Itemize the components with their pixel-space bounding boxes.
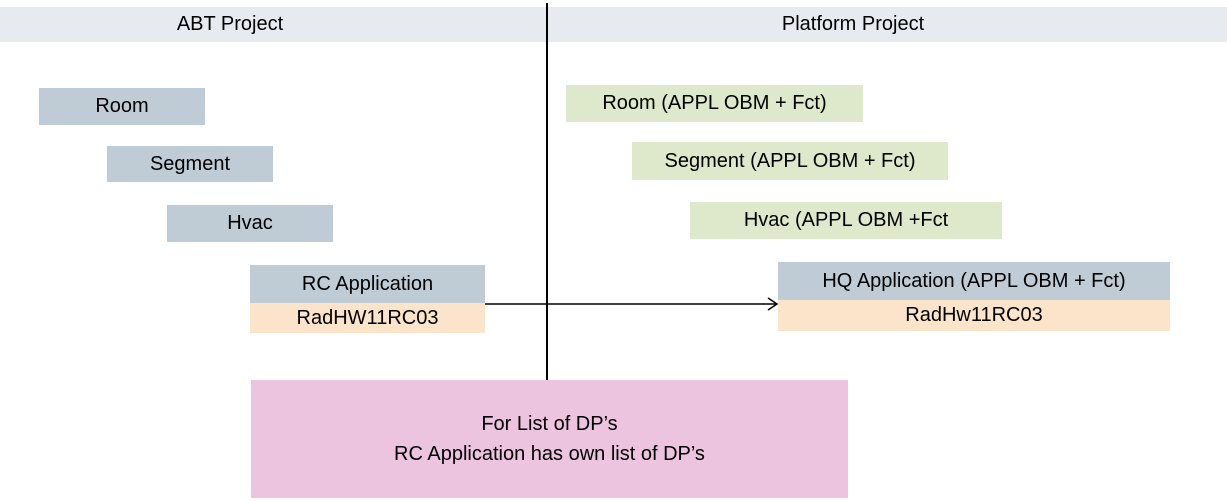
box-abt-rc-application: RC Application [250,265,485,303]
box-platform-hvac: Hvac (APPL OBM +Fct [690,202,1002,239]
header-platform-project: Platform Project [781,13,925,35]
box-platform-hq-application: HQ Application (APPL OBM + Fct) [778,262,1170,300]
arrow-rc-to-hq [485,297,779,311]
note-box: For List of DP’s RC Application has own … [251,380,848,498]
box-abt-segment: Segment [107,146,273,182]
box-platform-segment: Segment (APPL OBM + Fct) [632,142,948,180]
box-abt-room: Room [39,88,205,125]
note-line-2: RC Application has own list of DP’s [394,443,705,465]
header-band [0,7,1227,42]
note-line-1: For List of DP’s [481,413,618,435]
header-abt-project: ABT Project [176,13,284,35]
column-divider-line [546,3,548,380]
box-platform-hq-version: RadHw11RC03 [778,300,1170,331]
box-abt-hvac: Hvac [167,205,333,242]
box-abt-rc-version: RadHW11RC03 [250,303,485,333]
box-platform-room: Room (APPL OBM + Fct) [566,85,863,122]
